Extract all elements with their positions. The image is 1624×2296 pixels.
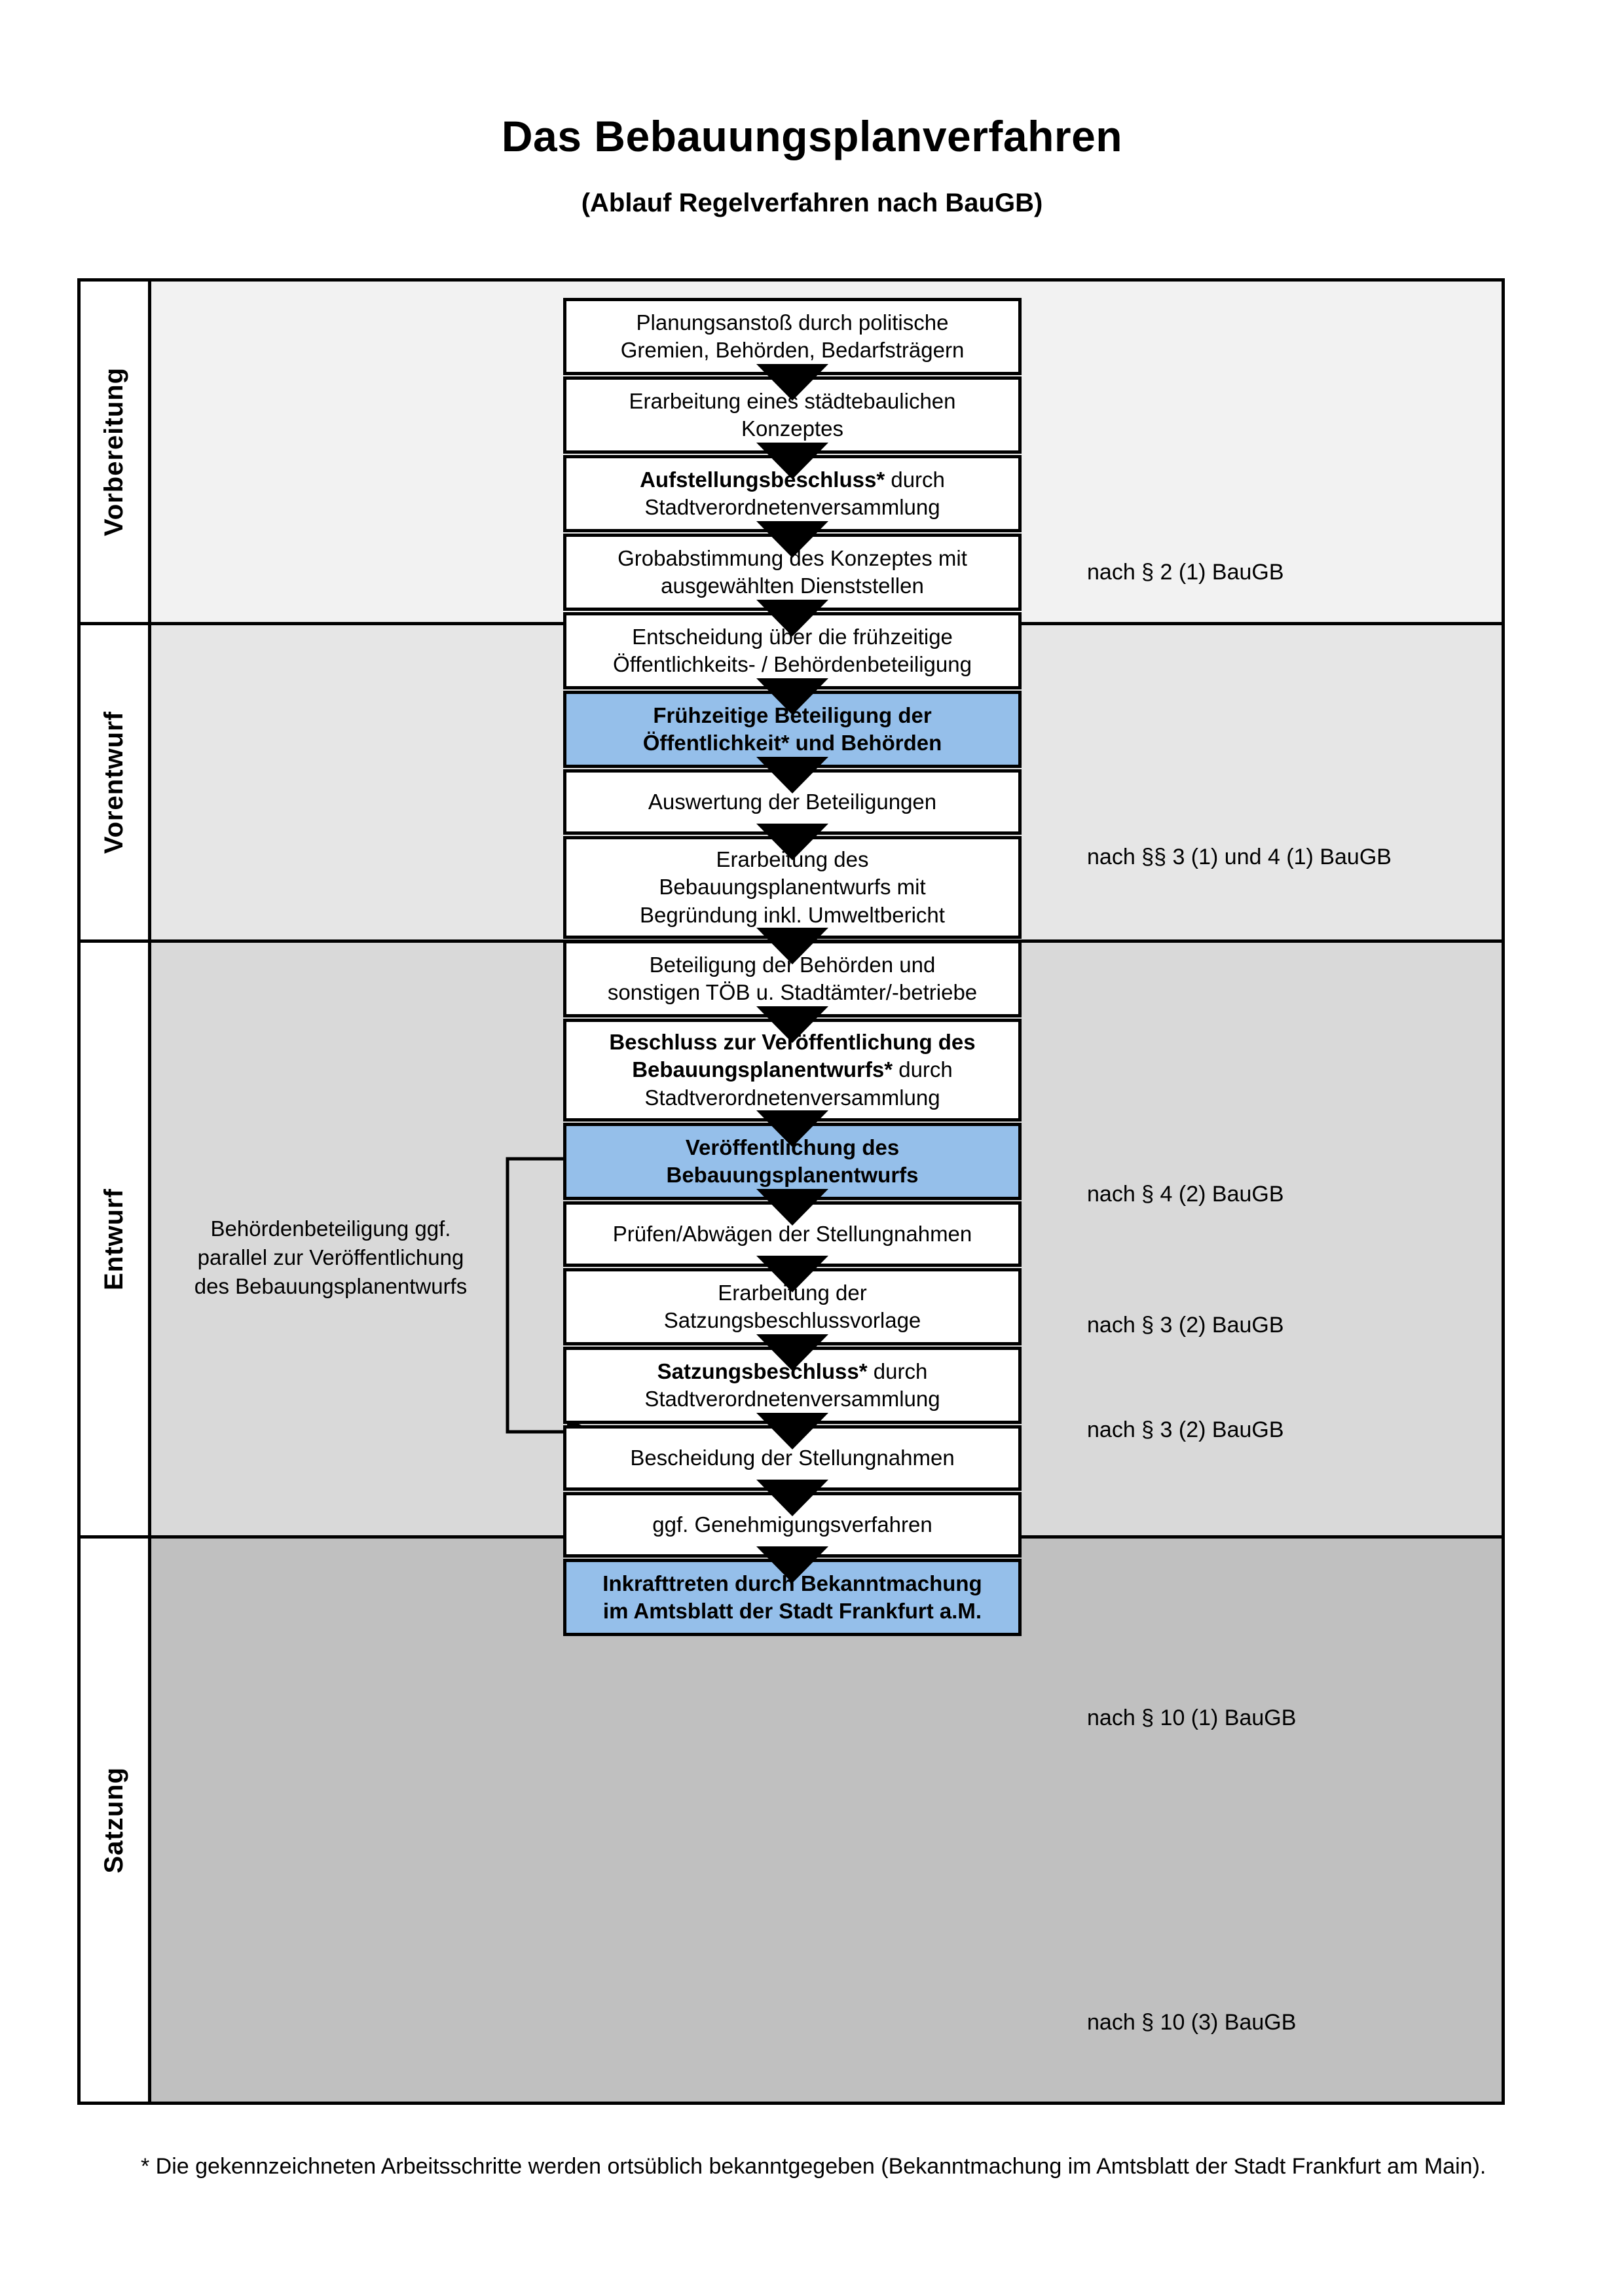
step-line: Auswertung der Beteiligungen xyxy=(648,789,937,814)
lane-label-text: Vorentwurf xyxy=(100,710,128,854)
step-line: Begründung inkl. Umweltbericht xyxy=(640,902,945,927)
lane-label-text: Satzung xyxy=(100,1766,128,1874)
step-line: Stadtverordnetenversammlung xyxy=(644,1085,940,1110)
step-line: Bescheidung der Stellungnahmen xyxy=(630,1445,955,1470)
law-ref-par3-2a: nach § 3 (2) BauGB xyxy=(1087,1313,1284,1338)
step-line: ggf. Genehmigungsverfahren xyxy=(652,1512,932,1537)
step-line: Planungsanstoß durch politische xyxy=(636,310,949,335)
side-note-behoerdenbeteiligung: Behördenbeteiligung ggf. parallel zur Ve… xyxy=(194,1216,468,1299)
lane-label-text: Entwurf xyxy=(100,1188,128,1290)
step-line: Prüfen/Abwägen der Stellungnahmen xyxy=(612,1221,972,1246)
step-erarbeitung-bplanentwurf[interactable]: Erarbeitung des Bebauungsplanentwurfs mi… xyxy=(563,836,1022,939)
lane-satzung: Satzung xyxy=(81,1539,1502,2102)
step-line: Öffentlichkeits- / Behördenbeteiligung xyxy=(613,652,972,676)
lane-label-satzung: Satzung xyxy=(81,1539,151,2102)
step-line: Konzeptes xyxy=(741,416,843,441)
step-planungsanstoss[interactable]: Planungsanstoß durch politische Gremien,… xyxy=(563,298,1022,375)
step-line: durch Bekanntmachung xyxy=(728,1571,982,1595)
step-line: Stadtverordnetenversammlung xyxy=(644,495,940,519)
law-ref-par10-1: nach § 10 (1) BauGB xyxy=(1087,1705,1297,1730)
step-line: durch xyxy=(885,467,945,492)
step-line-strong: Satzungsbeschluss* xyxy=(657,1358,868,1383)
step-line: Bebauungsplanentwurfs mit xyxy=(659,875,926,900)
step-line-strong: Inkrafttreten xyxy=(602,1571,729,1595)
lane-label-vorbereitung: Vorbereitung xyxy=(81,282,151,622)
step-line-strong: Bebauungsplanentwurfs* xyxy=(632,1057,893,1082)
step-line: sonstigen TÖB u. Stadtämter/-betriebe xyxy=(607,980,978,1004)
step-line: Gremien, Behörden, Bedarfsträgern xyxy=(620,338,965,362)
lane-label-vorentwurf: Vorentwurf xyxy=(81,625,151,939)
lane-label-text: Vorbereitung xyxy=(100,367,128,536)
step-line: ausgewählten Dienststellen xyxy=(661,574,924,598)
step-line: durch xyxy=(893,1057,953,1082)
step-line: Satzungsbeschlussvorlage xyxy=(663,1308,921,1332)
step-line: Öffentlichkeit* und Behörden xyxy=(642,731,942,755)
law-ref-par3-2b: nach § 3 (2) BauGB xyxy=(1087,1417,1284,1442)
law-ref-par3-4-1: nach §§ 3 (1) und 4 (1) BauGB xyxy=(1087,845,1392,869)
step-line: durch xyxy=(867,1358,928,1383)
step-beteiligung-behoerden-toeb[interactable]: Beteiligung der Behörden und sonstigen T… xyxy=(563,940,1022,1017)
page-title: Das Bebauungsplanverfahren xyxy=(501,112,1123,160)
law-ref-par10-3: nach § 10 (3) BauGB xyxy=(1087,2010,1297,2035)
law-ref-par4-2: nach § 4 (2) BauGB xyxy=(1087,1182,1284,1207)
page-subtitle: (Ablauf Regelverfahren nach BauGB) xyxy=(581,189,1043,217)
step-line-strong: Aufstellungsbeschluss* xyxy=(640,467,885,492)
lane-label-entwurf: Entwurf xyxy=(81,943,151,1535)
step-inkrafttreten[interactable]: Inkrafttreten durch Bekanntmachung im Am… xyxy=(563,1559,1022,1636)
law-ref-par2-1: nach § 2 (1) BauGB xyxy=(1087,560,1284,585)
step-line: im Amtsblatt der Stadt Frankfurt a.M. xyxy=(602,1599,982,1623)
footnote-text: * Die gekennzeichneten Arbeitsschritte w… xyxy=(141,2154,1486,2179)
title-block: Das Bebauungsplanverfahren (Ablauf Regel… xyxy=(0,111,1624,218)
step-grobabstimmung[interactable]: Grobabstimmung des Konzeptes mit ausgewä… xyxy=(563,534,1022,611)
step-line: Stadtverordnetenversammlung xyxy=(644,1387,940,1411)
step-line: Bebauungsplanentwurfs xyxy=(666,1163,919,1187)
